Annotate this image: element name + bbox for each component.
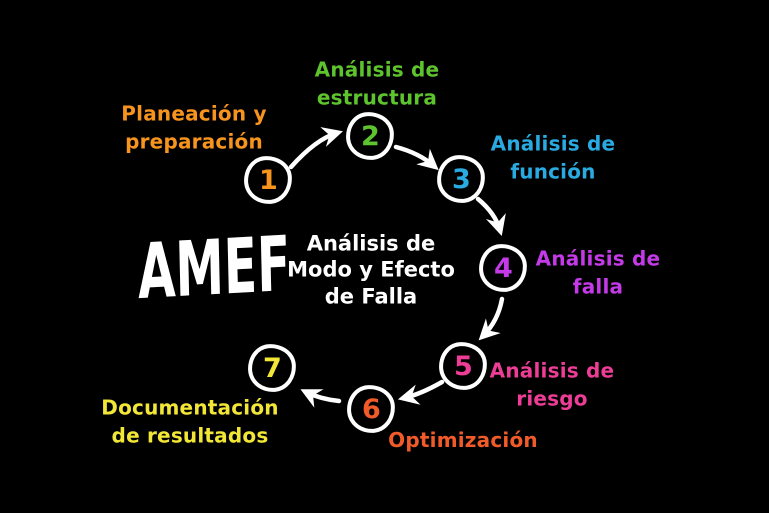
arrow-step3-to-step4 [475, 196, 506, 236]
step-4-label: Análisis de falla [535, 246, 661, 299]
step-7-number: 7 [262, 352, 282, 384]
arrow-step6-to-step7 [300, 389, 342, 408]
step-5-label: Análisis de riesgo [489, 358, 615, 411]
step-1-label: Planeación y preparación [121, 101, 267, 154]
step-7-label: Documentación de resultados [101, 395, 279, 448]
step-6-label: Optimización [388, 427, 538, 452]
arrow-step2-to-step3 [393, 144, 439, 171]
step-4-number: 4 [493, 252, 513, 284]
step-3-label: Análisis de función [490, 131, 616, 184]
arrow-step4-to-step5 [478, 296, 505, 341]
arrow-step5-to-step6 [397, 379, 445, 405]
arrow-step1-to-step2 [288, 127, 343, 170]
step-2-label: Análisis de estructura [314, 57, 440, 110]
amef-acronym: AMEF [136, 218, 292, 317]
step-3-number: 3 [451, 163, 471, 195]
amef-subtitle: Análisis de Modo y Efecto de Falla [287, 231, 455, 309]
step-2-number: 2 [360, 120, 380, 152]
step-1-number: 1 [258, 164, 278, 196]
step-6-number: 6 [361, 393, 381, 425]
step-5-number: 5 [453, 350, 473, 382]
